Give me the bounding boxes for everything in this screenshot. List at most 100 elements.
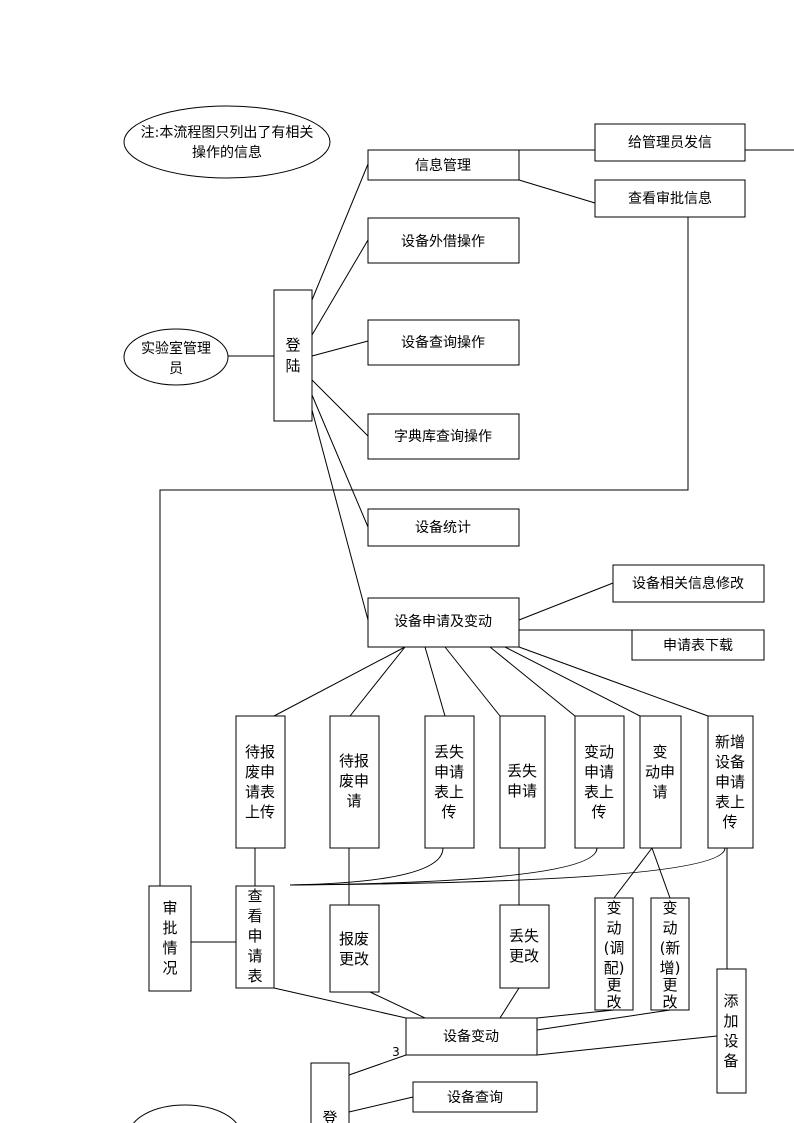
module-stats-label: 设备统计 [415, 519, 471, 536]
r7-line3: 申请 [715, 773, 745, 791]
r4-line1: 丢失 [507, 762, 537, 780]
node-lost-change: 丢失 更改 [499, 904, 550, 989]
r3-line3: 表上 [434, 783, 464, 801]
edge-new-change [536, 1009, 671, 1031]
r6-line1: 变 [652, 743, 667, 761]
request-change-form-upload: 变动 申请 表上 传 [574, 715, 625, 849]
new-line2: 动 [662, 919, 677, 937]
r6-line2: 动申 [645, 763, 675, 781]
node-send-admin-mail: 给管理员发信 [594, 123, 746, 162]
module-info-label: 信息管理 [415, 157, 471, 174]
r5-line1: 变动 [584, 743, 614, 761]
new-line4: 增) [660, 959, 681, 977]
r1-line1: 待报 [245, 743, 275, 761]
module-lend-label: 设备外借操作 [401, 233, 485, 250]
r5-line2: 申请 [584, 763, 614, 781]
status-line1: 审 [162, 899, 177, 917]
module-info-management: 信息管理 [367, 149, 520, 181]
node-change-new: 变 动 (新 增) 更 改 [650, 897, 690, 1011]
edge-info-approval [518, 179, 596, 204]
edge-apply-r5 [489, 646, 576, 717]
view-form-line1: 查 [247, 887, 262, 905]
edge-add-change [536, 1035, 718, 1056]
module-apply-label: 设备申请及变动 [394, 613, 492, 630]
module-dictionary-query: 字典库查询操作 [367, 413, 520, 460]
lost-change-line1: 丢失 [509, 927, 539, 945]
alloc-line3: (调 [604, 939, 625, 957]
edge-view-change [273, 987, 407, 1019]
r4-line2: 申请 [507, 782, 537, 800]
module-device-query: 设备查询操作 [367, 319, 520, 366]
request-scrap: 待报 废申 请 [329, 715, 380, 849]
view-form-line3: 申 [247, 927, 262, 945]
edge-login2-change [348, 1054, 407, 1076]
edge-apply-r4 [444, 646, 501, 717]
edge-lost-change [499, 987, 520, 1019]
page-number: 3 [392, 1045, 400, 1059]
view-form-line4: 请 [247, 947, 262, 965]
request-scrap-form-upload: 待报 废申 请表 上传 [235, 715, 286, 849]
r7-line1: 新增 [715, 733, 745, 751]
node-view-application-form: 查 看 申 请 表 [235, 885, 275, 989]
login-box: 登 陆 [273, 289, 313, 422]
edge-apply-r3 [424, 646, 446, 717]
edge-login-info [311, 163, 369, 301]
edge-login-dict [311, 379, 369, 437]
scrap-change-line2: 更改 [339, 950, 369, 968]
edge-apply-r2 [349, 646, 406, 717]
add-line1: 添 [723, 992, 738, 1010]
modify-info-label: 设备相关信息修改 [632, 575, 744, 592]
actor-lab-admin: 实验室管理 员 [123, 328, 229, 386]
node-view-approval: 查看审批信息 [594, 179, 746, 218]
r6-line3: 请 [652, 783, 667, 801]
login-box-bottom: 登 [310, 1062, 350, 1123]
module-dict-label: 字典库查询操作 [394, 429, 492, 445]
alloc-line5: 更 [606, 976, 621, 994]
edge-apply-r7 [518, 646, 709, 717]
r1-line3: 请表 [245, 783, 275, 801]
r3-line2: 申请 [434, 763, 464, 781]
r3-line4: 传 [441, 803, 456, 821]
edge-r6-new [651, 847, 671, 899]
actor-line2: 员 [169, 361, 183, 377]
new-line5: 更 [662, 976, 677, 994]
node-add-device: 添 加 设 备 [716, 968, 747, 1094]
add-line3: 设 [723, 1032, 738, 1050]
module-device-stats: 设备统计 [367, 508, 520, 547]
view-form-line5: 表 [247, 967, 262, 985]
alloc-line1: 变 [606, 899, 621, 917]
lost-change-line2: 更改 [509, 947, 539, 965]
r5-line3: 表上 [584, 783, 614, 801]
edge-apply-r1 [273, 646, 406, 717]
new-line6: 改 [662, 993, 677, 1011]
r7-line2: 设备 [715, 753, 745, 771]
module-query-label: 设备查询操作 [401, 334, 485, 351]
edge-r7-view [289, 847, 726, 886]
view-form-line2: 看 [247, 907, 262, 925]
edge-r3-view [289, 847, 444, 886]
alloc-line6: 改 [606, 993, 621, 1011]
actor-line1: 实验室管理 [141, 340, 211, 357]
request-lost: 丢失 申请 [499, 715, 546, 849]
request-new-device-form-upload: 新增 设备 申请 表上 传 [707, 715, 754, 849]
edge-r5-view [289, 847, 598, 886]
login-char-1: 登 [285, 336, 300, 354]
node-device-query-bottom: 设备查询 [412, 1081, 538, 1113]
edge-login-stats [311, 394, 369, 528]
connectors [159, 149, 794, 1113]
edge-login2-query [348, 1096, 414, 1113]
note-line1: 注:本流程图只列出了有相关 [141, 125, 314, 141]
add-line2: 加 [723, 1012, 738, 1030]
status-line3: 情 [162, 939, 177, 957]
status-line2: 批 [162, 919, 177, 937]
node-device-change: 设备变动 [405, 1017, 538, 1056]
edge-alloc-change [536, 1009, 615, 1019]
edge-r6-alloc [613, 847, 653, 899]
scrap-change-line1: 报废 [339, 930, 369, 948]
actor-ellipse-bottom [133, 1104, 237, 1123]
login-char-2: 陆 [285, 357, 300, 375]
r7-line4: 表上 [715, 793, 745, 811]
node-download-form: 申请表下载 [631, 629, 765, 661]
edge-login-query [311, 340, 369, 357]
